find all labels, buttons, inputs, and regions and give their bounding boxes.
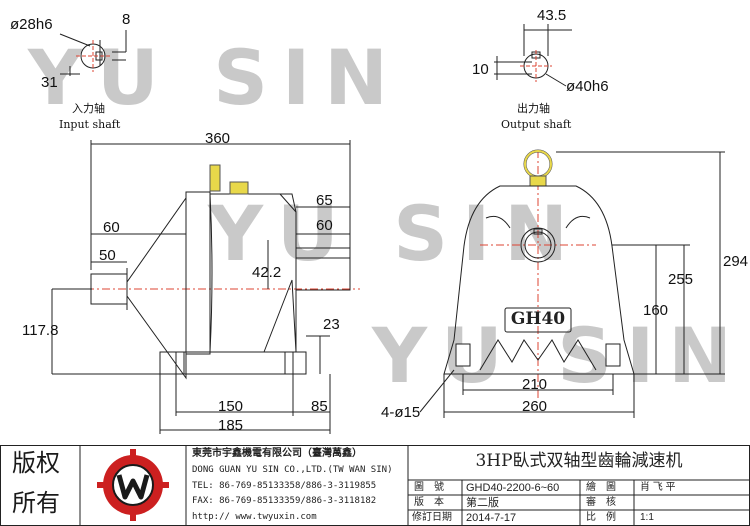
row-3-key-2: 比 例 (586, 512, 616, 523)
dim-85: 85 (311, 398, 328, 415)
dim-360: 360 (205, 130, 231, 147)
dim-150: 150 (218, 398, 244, 415)
row-1-key-1: 圖 號 (414, 482, 444, 493)
output-shaft-label-en: Output shaft (501, 118, 572, 131)
output-height-label: 43.5 (537, 7, 567, 24)
row-3-val-2: 1:1 (640, 512, 654, 523)
front-view (419, 149, 725, 418)
company-name-en: DONG GUAN YU SIN CO.,LTD.(TW WAN SIN) (192, 465, 393, 475)
drawing-title: 3HP臥式双轴型齒輪減速机 (475, 451, 683, 471)
input-shaft-section (59, 30, 127, 76)
row-1-val-1: GHD40-2200-6~60 (466, 482, 560, 494)
row-1-key-2: 繪 圖 (586, 482, 616, 493)
dim-23: 23 (323, 316, 340, 333)
output-shaft-section (494, 24, 572, 87)
row-3-val-1: 2014-7-17 (466, 512, 517, 524)
dim-160: 160 (643, 302, 669, 319)
input-key-label: 8 (122, 11, 131, 28)
row-2-key-2: 審 核 (586, 497, 616, 508)
dim-255: 255 (668, 271, 694, 288)
row-1-val-2: 肖 飞 平 (640, 482, 676, 493)
company-web: http:// www.twyuxin.com (192, 512, 317, 522)
dim-50: 50 (99, 247, 116, 264)
row-2-val-1: 第二版 (466, 497, 499, 509)
watermark-left: YU SIN (28, 33, 402, 122)
row-3-key-1: 修訂日期 (412, 512, 452, 523)
output-dia-label: ø40h6 (566, 78, 609, 95)
dim-65: 65 (316, 192, 333, 209)
watermark-right: YU SIN (372, 311, 746, 400)
side-view (51, 140, 360, 434)
company-logo (97, 449, 169, 521)
dim-60-right: 60 (316, 217, 333, 234)
dim-60-left: 60 (103, 219, 120, 236)
company-fax: FAX: 86-769-85133359/886-3-3118182 (192, 496, 377, 506)
dim-210: 210 (522, 376, 548, 393)
company-tel: TEL: 86-769-85133358/886-3-3119855 (192, 481, 377, 491)
output-shaft-label-zh: 出力轴 (517, 102, 550, 115)
dim-260: 260 (522, 398, 548, 415)
rights-line-2: 所有 (12, 489, 60, 517)
rights-line-1: 版权 (12, 449, 60, 477)
dim-holes: 4-ø15 (381, 404, 421, 421)
input-dia-label: ø28h6 (10, 16, 53, 33)
technical-drawing (51, 24, 725, 434)
dim-117-8: 117.8 (22, 322, 59, 339)
company-name-zh: 東莞市宇鑫機電有限公司（臺灣萬鑫） (192, 448, 362, 459)
dim-42-2: 42.2 (252, 264, 282, 281)
title-block: 版权 所有 東莞市宇鑫機電有限公司（臺灣萬鑫） DONG GUAN YU SIN… (0, 445, 750, 526)
input-shaft-label-en: Input shaft (59, 118, 121, 131)
input-height-label: 31 (41, 74, 58, 91)
input-shaft-label-zh: 入力轴 (72, 102, 105, 115)
output-key-label: 10 (472, 61, 489, 78)
dim-185: 185 (218, 417, 244, 434)
dim-294: 294 (723, 253, 749, 270)
row-2-key-1: 版 本 (414, 497, 444, 508)
model-mark: GH40 (510, 309, 566, 329)
